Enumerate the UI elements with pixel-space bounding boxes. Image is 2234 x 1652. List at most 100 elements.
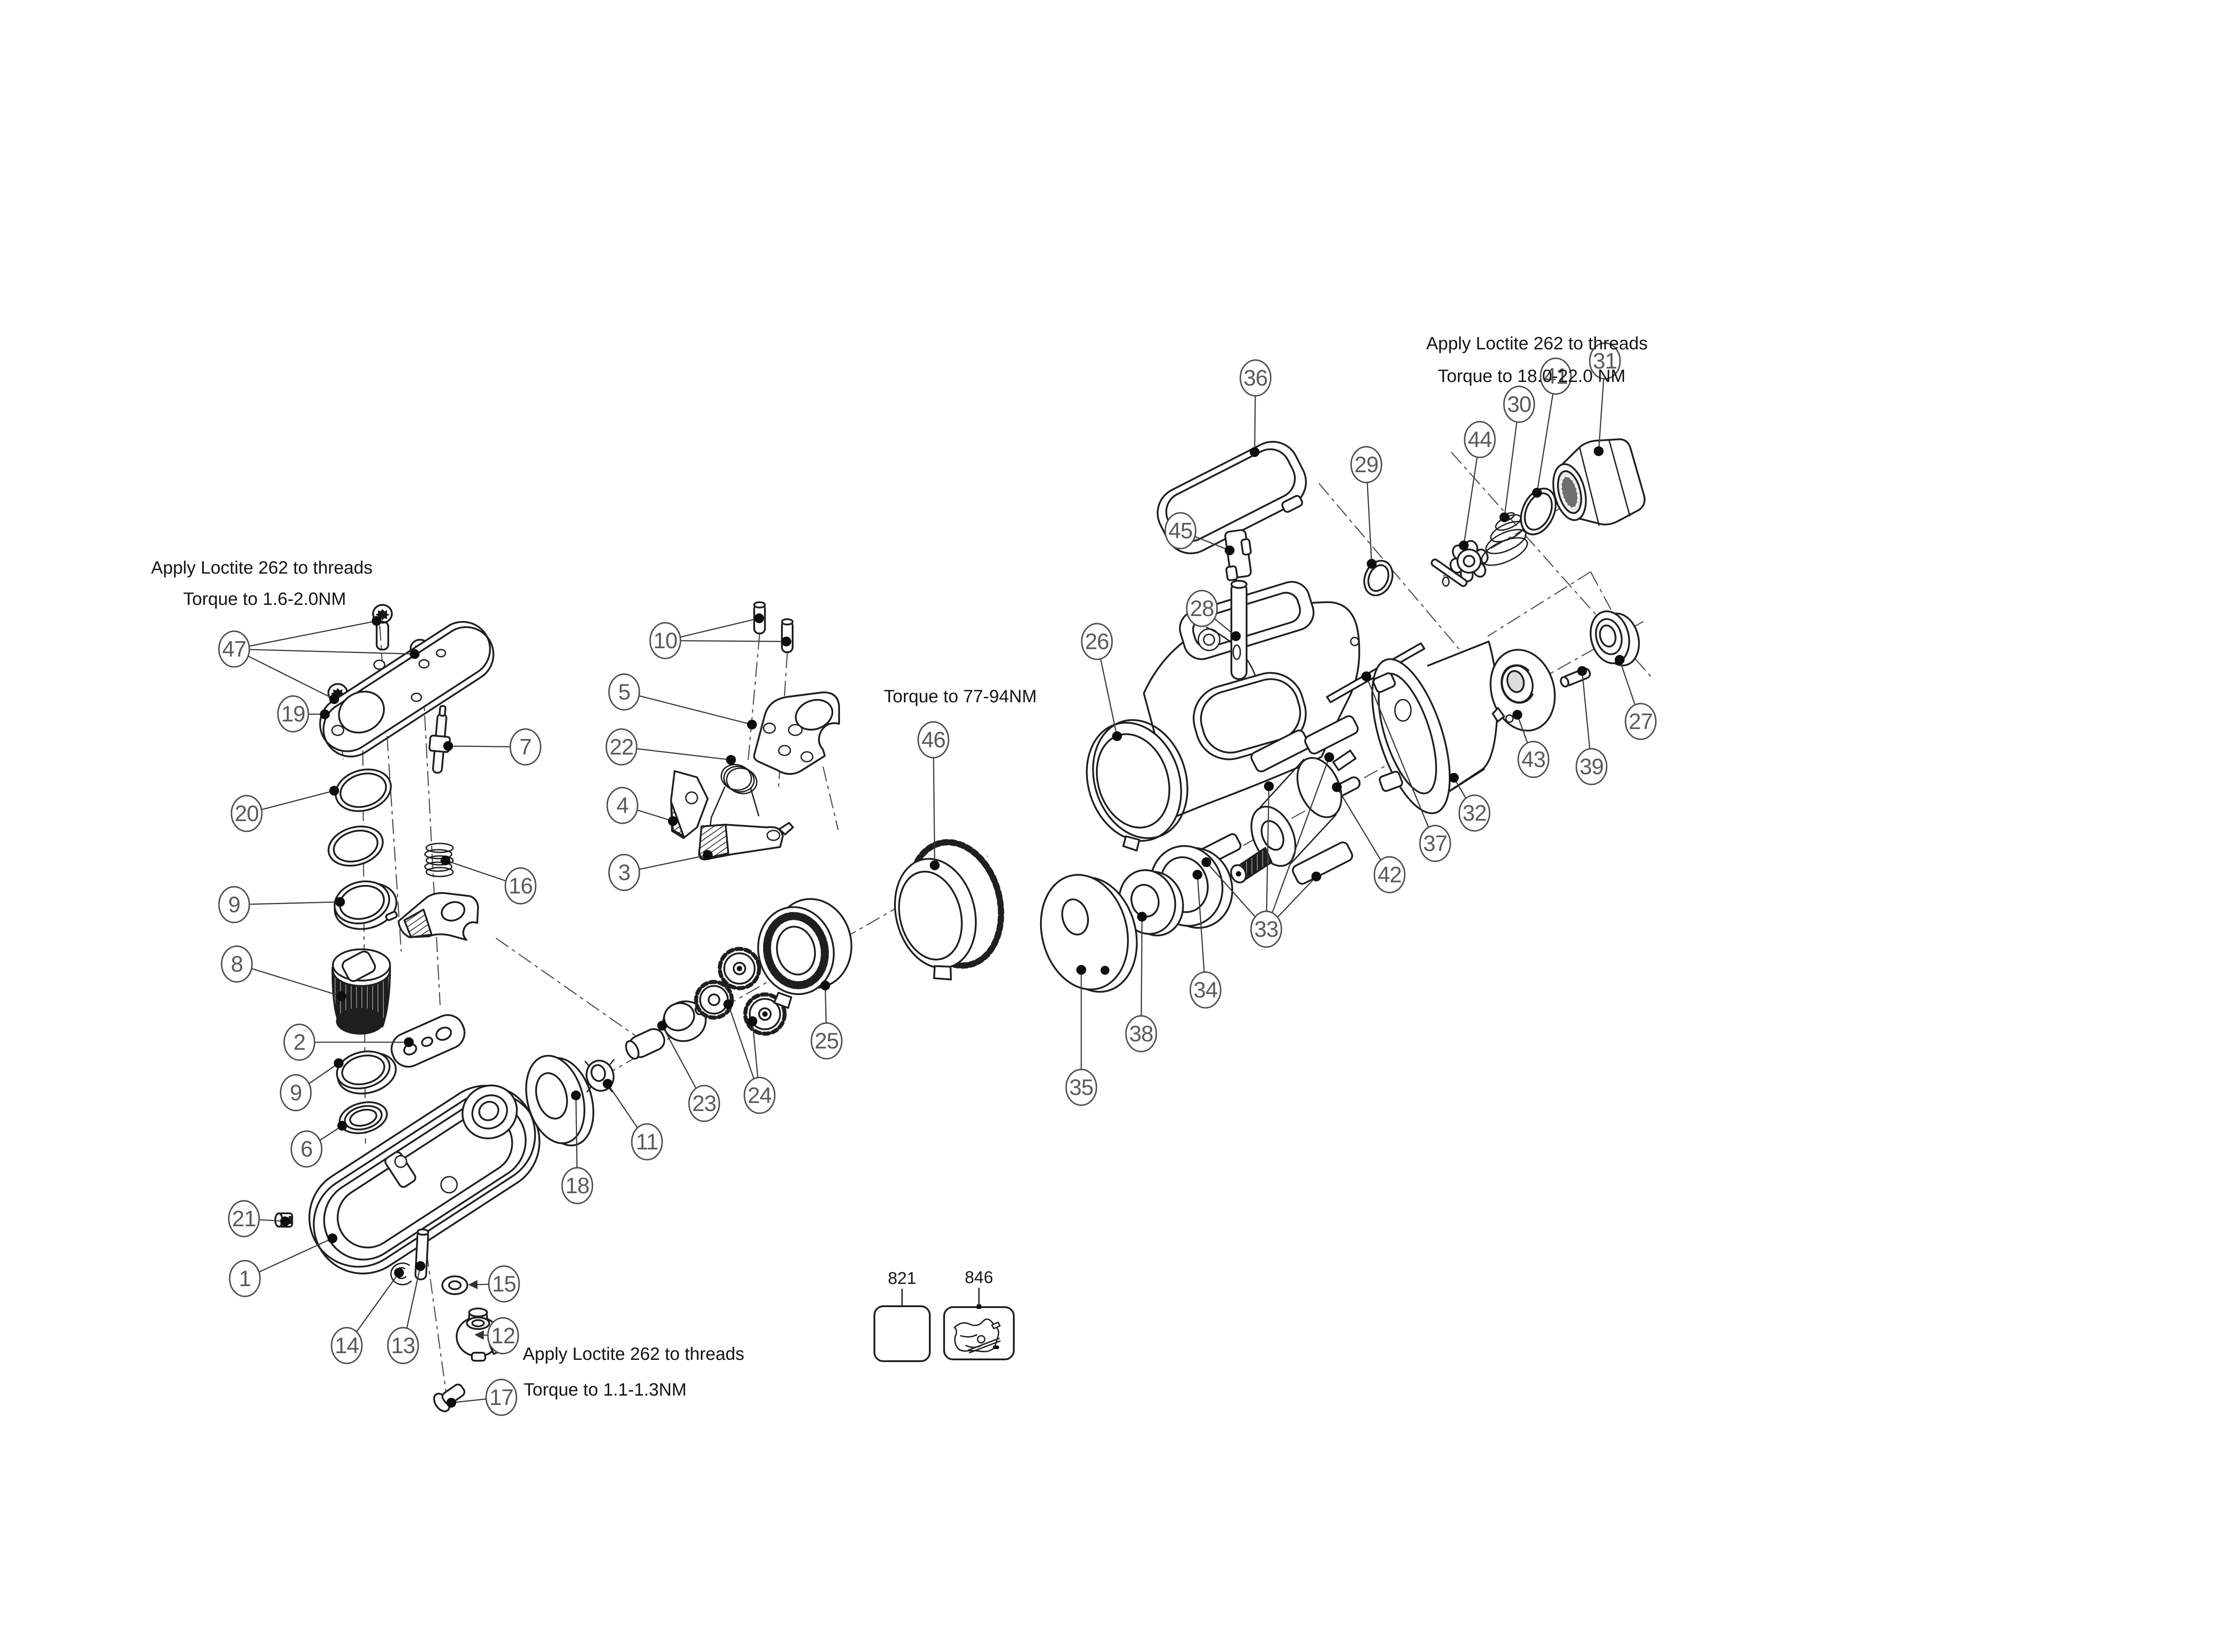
part-rotor-33-shape (1260, 820, 1285, 851)
part-ring-9-upper (333, 880, 398, 930)
part-spring-30-shape (1481, 537, 1528, 566)
part-bushing-18-shape (535, 1072, 568, 1120)
construction-axes-shape (496, 938, 653, 1048)
callout-bubble-24 (743, 1077, 776, 1114)
part-top-plate-19-shape (373, 659, 386, 670)
callout-13: 13 (387, 1327, 419, 1364)
callout-number-43: 43 (1521, 747, 1545, 772)
part-oring-20 (335, 768, 392, 812)
part-pin-39-shape (1560, 676, 1570, 688)
leader-line-8 (236, 963, 342, 997)
part-gears-24 (694, 947, 787, 1036)
part-ring-nut-46-shape (898, 871, 963, 960)
callout-number-26: 26 (1085, 629, 1109, 654)
callout-number-7: 7 (520, 734, 532, 759)
construction-axes-shape (1487, 571, 1591, 637)
part-oring-41-shape (1520, 487, 1557, 536)
leader-dot-29 (1367, 559, 1377, 569)
leader-dot-9 (334, 1058, 344, 1068)
leader-line-30 (1503, 404, 1520, 518)
part-oring-41 (1520, 487, 1557, 536)
callout-bubble-42 (1373, 856, 1406, 893)
callout-number-46: 46 (921, 727, 945, 752)
callout-5: 5 (608, 673, 640, 711)
leader-dot-33 (1264, 781, 1274, 791)
callout-number-23: 23 (692, 1091, 716, 1116)
leader-dot-6 (337, 1121, 347, 1131)
leader-dot-31 (1594, 446, 1604, 456)
leader-dot-24 (747, 1016, 757, 1026)
callout-number-42: 42 (1377, 862, 1402, 887)
part-reverse-yoke-shape (441, 901, 466, 922)
callout-38: 38 (1125, 1015, 1157, 1052)
callout-bubble-30 (1503, 386, 1535, 423)
callout-bubble-37 (1419, 825, 1451, 862)
callout-34: 34 (1189, 971, 1222, 1009)
part-endplate-43-shape (1505, 714, 1514, 723)
part-eclip-14-shape (390, 1262, 412, 1286)
leader-line-37 (1365, 676, 1436, 844)
callout-bubble-11 (631, 1123, 663, 1161)
part-lever-3-shape (778, 822, 794, 835)
callout-12: 12 (487, 1317, 519, 1354)
callout-16: 16 (504, 867, 537, 905)
callout-33: 33 (1250, 910, 1282, 948)
part-lever-3 (698, 822, 794, 860)
leader-dot-47 (410, 649, 420, 659)
leader-dot-20 (329, 786, 339, 796)
leader-dot-36 (1250, 447, 1260, 457)
part-pawl-4-shape (685, 791, 698, 805)
kit-box-846-shape (991, 1321, 1001, 1329)
leader-dot-26 (1112, 731, 1122, 741)
part-torsion-spring-22-shape (726, 767, 758, 794)
callout-41: 41 (1540, 357, 1572, 395)
callout-1: 1 (229, 1260, 261, 1297)
part-rotor-33-shape (1332, 750, 1356, 771)
callout-number-13: 13 (391, 1333, 415, 1358)
callout-number-45: 45 (1168, 518, 1193, 543)
part-pin-13 (414, 1229, 429, 1280)
part-link-plate-2-shape (435, 1027, 452, 1041)
annotation-loctite-inlet-cap-line1: Apply Loctite 262 to threads (1426, 334, 1648, 353)
callout-26: 26 (1081, 623, 1113, 660)
leader-dot-39 (1577, 666, 1587, 676)
callout-number-18: 18 (565, 1173, 589, 1198)
callout-bubble-18 (561, 1167, 593, 1204)
part-top-plate-19-shape-shape (323, 626, 495, 758)
leader-line-47 (234, 648, 335, 700)
callout-bubble-12 (487, 1317, 519, 1354)
callout-number-27: 27 (1629, 709, 1653, 734)
callout-bubble-20 (231, 795, 263, 832)
part-washer-15-shape (448, 1280, 462, 1290)
part-bracket-5-shape (763, 722, 776, 734)
leader-line-34 (1197, 874, 1206, 990)
part-seal-6 (338, 1101, 388, 1134)
part-socket-8-shape (336, 1008, 384, 1035)
part-gears-24-shape-shape (708, 994, 720, 1006)
kit-number-label-846: 846 (965, 1268, 993, 1287)
part-crank-23-shape-shape (625, 1040, 640, 1060)
leader-dot-41 (1532, 488, 1542, 498)
callout-17: 17 (485, 1379, 517, 1416)
callout-15: 15 (488, 1265, 520, 1303)
leader-dot-21 (280, 1216, 290, 1226)
callout-bubble-33 (1250, 910, 1282, 948)
callout-22: 22 (605, 728, 638, 766)
callout-number-41: 41 (1544, 364, 1568, 389)
callout-45: 45 (1164, 512, 1197, 549)
callout-8: 8 (221, 945, 253, 983)
callout-number-20: 20 (235, 801, 259, 826)
leader-line-22 (621, 746, 731, 761)
leader-dot-18 (571, 1090, 581, 1100)
callout-bubble-7 (509, 728, 542, 766)
callout-number-21: 21 (232, 1206, 256, 1231)
callout-bubble-44 (1464, 421, 1496, 458)
leader-dot-34 (1193, 870, 1202, 880)
part-oring-29-shape (1363, 560, 1394, 596)
leader-dot-35 (1076, 965, 1086, 975)
callout-bubble-45 (1164, 512, 1197, 549)
callout-37: 37 (1419, 825, 1451, 862)
part-reverse-yoke (385, 892, 479, 941)
